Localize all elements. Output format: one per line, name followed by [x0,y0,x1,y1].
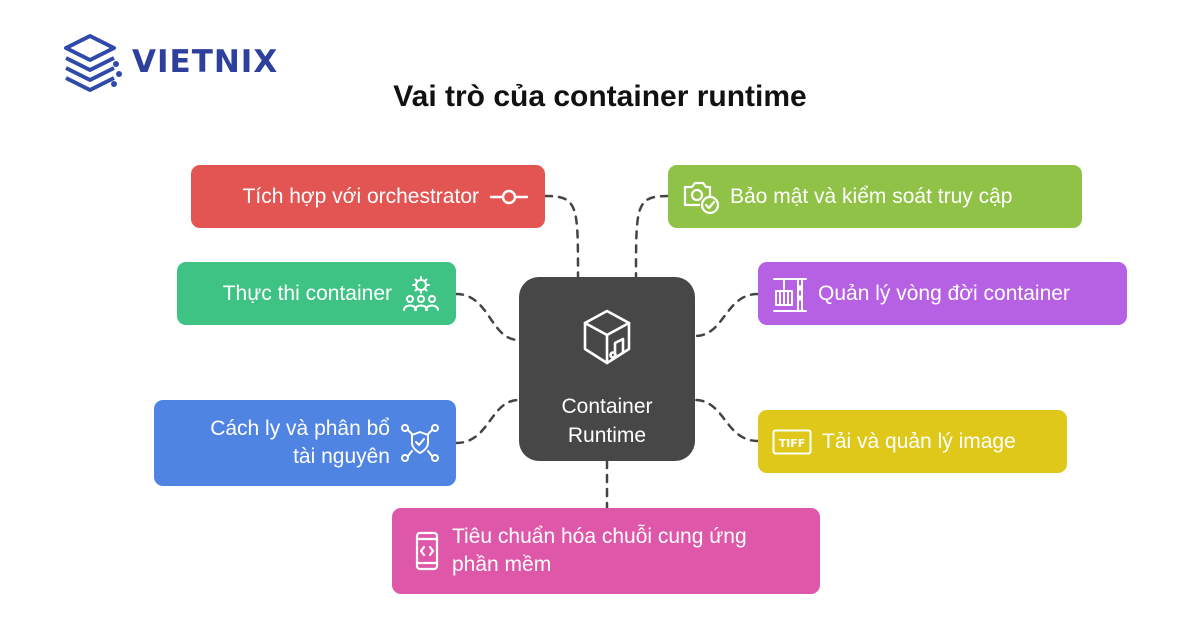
node-execution-label: Thực thi container [222,281,392,305]
brand-name: VIETNIX [132,44,279,80]
node-execution: Thực thi container [177,262,456,325]
node-standard: Tiêu chuẩn hóa chuỗi cung ứng phần mềm [392,508,820,594]
node-isolation-label: Cách ly và phân bổ tài nguyên [210,417,390,468]
box-icon [579,307,635,374]
connector-image [693,398,760,443]
connector-security [634,194,670,279]
node-security-label: Bảo mật và kiểm soát truy cập [730,184,1013,208]
center-label: Container Runtime [561,395,653,447]
node-isolation: Cách ly và phân bổ tài nguyên [154,400,456,486]
connector-isolation [454,398,521,445]
center-node: Container Runtime [519,277,695,461]
node-standard-label: Tiêu chuẩn hóa chuỗi cung ứng phần mềm [452,525,747,576]
node-image-label: Tải và quản lý image [822,429,1016,453]
crane-container-icon [772,275,808,313]
tiff-icon: TIFF [772,429,812,455]
node-orchestrator: Tích hợp với orchestrator [191,165,545,228]
node-lifecycle-label: Quản lý vòng đời container [818,281,1070,305]
camera-check-icon [682,179,720,215]
node-image: TIFF Tải và quản lý image [758,410,1067,473]
page-title: Vai trò của container runtime [393,80,807,113]
connector-execution [454,292,521,342]
connector-orchestrator [543,194,580,279]
svg-text:TIFF: TIFF [779,437,806,450]
node-security: Bảo mật và kiểm soát truy cập [668,165,1082,228]
people-gear-icon [402,275,440,312]
node-lifecycle: Quản lý vòng đời container [758,262,1127,325]
brand-logo: VIETNIX [62,30,278,94]
vietnix-logo-icon [64,34,122,92]
phone-code-icon [412,531,442,571]
shield-nodes-icon [400,423,440,463]
commit-icon [489,187,529,207]
connector-lifecycle [693,292,760,338]
node-orchestrator-label: Tích hợp với orchestrator [242,184,479,208]
